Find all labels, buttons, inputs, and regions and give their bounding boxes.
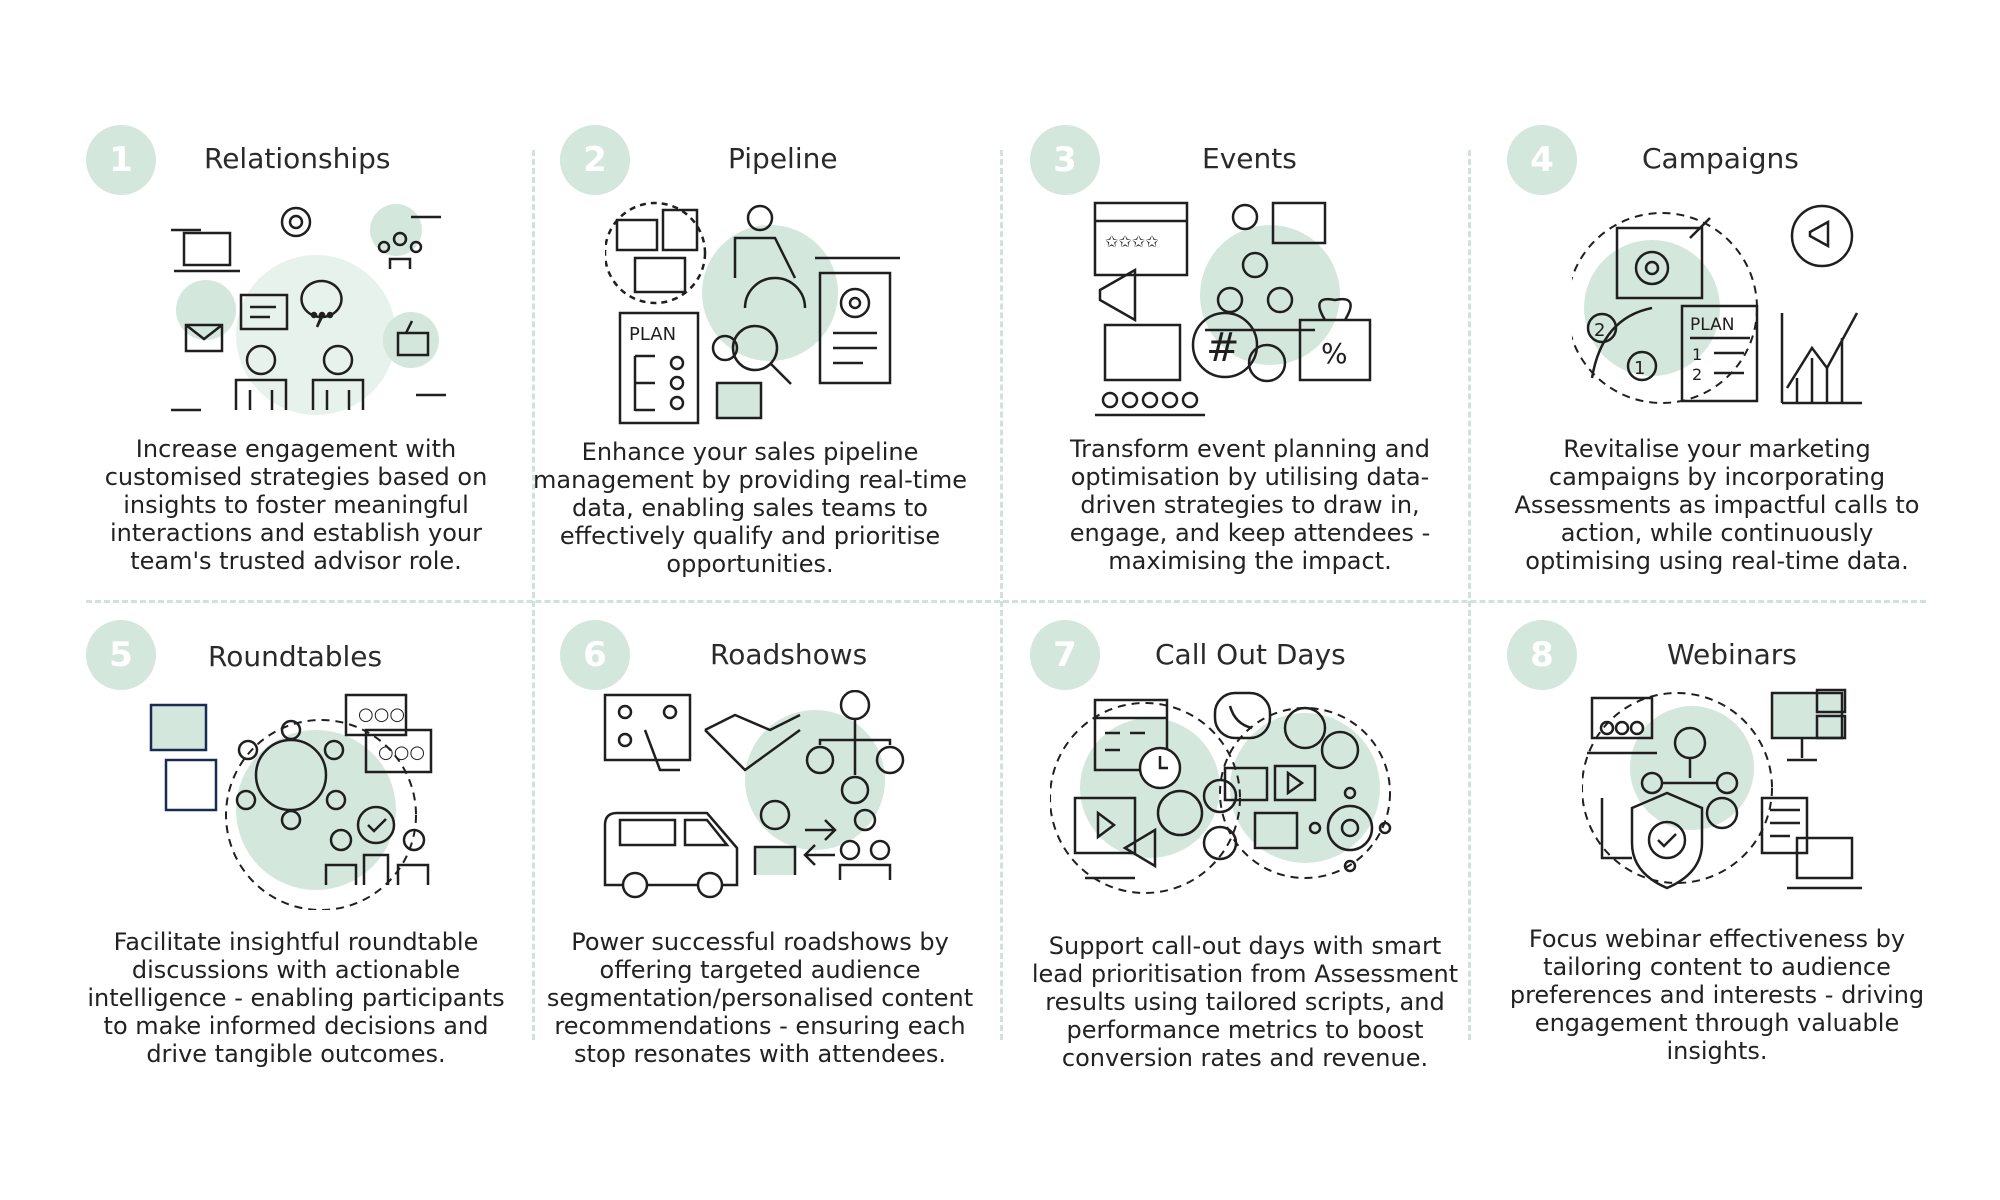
gear-icon: [280, 206, 312, 238]
step-number-badge: 1: [86, 125, 156, 195]
svg-text:PLAN: PLAN: [629, 324, 676, 345]
dashboard-icon: [605, 201, 707, 305]
svg-text:1: 1: [1634, 358, 1645, 379]
plan-list-icon: PLAN 1 2: [1680, 304, 1759, 403]
roadshows-illustration: [603, 690, 905, 899]
network-gear-icon: [1308, 786, 1392, 873]
card-title: Roundtables: [208, 640, 383, 673]
card-title: Webinars: [1667, 638, 1797, 671]
card-roadshows: 6 Roadshows Power successful r: [547, 620, 1020, 1100]
presenter-icon: [1231, 201, 1327, 245]
card-description: Increase engagement with customised stra…: [104, 435, 488, 575]
calendar-clock-icon: [1093, 698, 1182, 790]
calendar-icon: ✩✩✩✩: [1093, 201, 1189, 277]
network-icon: [805, 690, 905, 805]
pipeline-illustration: PLAN: [605, 201, 900, 425]
video-megaphone-icon: [1073, 778, 1238, 880]
card-title: Relationships: [204, 142, 391, 175]
thumbs-up-icon: [396, 320, 430, 357]
target-board-icon: [1615, 217, 1711, 300]
svg-text:2: 2: [1692, 365, 1702, 384]
chat-bubble-icon: [239, 279, 343, 331]
svg-text:#: #: [1206, 325, 1240, 371]
shield-check-icon: [1600, 791, 1704, 890]
svg-text:%: %: [1321, 337, 1348, 370]
search-person-icon: [711, 324, 792, 420]
steps-icon: 2 1: [1586, 306, 1658, 382]
growth-chart-icon: [1780, 312, 1862, 405]
plan-icon: PLAN: [618, 311, 700, 425]
megaphone-gear-icon: [1790, 204, 1854, 268]
chat-icon: ○○○ ○○○: [344, 693, 433, 774]
campaigns-illustration: 2 1 PLAN 1 2: [1572, 204, 1862, 405]
puzzle-icon: [149, 703, 218, 812]
step-number-badge: 2: [560, 125, 630, 195]
phone-call-icon: [1213, 691, 1272, 740]
laptop-icon: [174, 231, 240, 273]
card-description: Power successful roadshows by offering t…: [546, 928, 974, 1068]
card-description: Focus webinar effectiveness by tailoring…: [1509, 925, 1925, 1065]
row-divider: [86, 600, 1926, 603]
van-icon: [603, 811, 739, 899]
touch-board-icon: [603, 693, 692, 772]
step-number-badge: 8: [1507, 620, 1577, 690]
card-description: Support call-out days with smart lead pr…: [1031, 932, 1459, 1072]
svg-text:○○○: ○○○: [358, 704, 405, 725]
card-title: Pipeline: [728, 142, 838, 175]
card-webinars: 8 Webinars: [1507, 620, 1967, 1100]
svg-text:PLAN: PLAN: [1690, 315, 1734, 335]
step-number-badge: 3: [1030, 125, 1100, 195]
media-icon: [1223, 764, 1317, 850]
card-call-out-days: 7 Call Out Days: [1030, 620, 1490, 1100]
devices-icon: [1760, 796, 1862, 890]
person-desk-icon: [733, 204, 807, 309]
relationships-illustration: [171, 204, 446, 415]
events-illustration: ✩✩✩✩ # %: [1093, 201, 1372, 417]
team-icon: [377, 231, 423, 269]
webinars-illustration: [1582, 688, 1862, 890]
card-pipeline: 2 Pipeline PLAN E: [533, 120, 1020, 600]
svg-text:○○○: ○○○: [378, 742, 425, 763]
video-call-icon: [1770, 688, 1847, 762]
card-roundtables: 5 Roundtables ○○○ ○○○ Facilitate insight…: [86, 620, 546, 1100]
card-title: Campaigns: [1642, 142, 1799, 175]
call-out-days-illustration: [1050, 691, 1392, 894]
card-events: 3 Events ✩✩✩✩ # %: [1030, 120, 1490, 600]
step-number-badge: 5: [86, 620, 156, 690]
exchange-people-icon: [753, 799, 892, 880]
hashtag-icon: #: [1191, 311, 1287, 383]
column-divider-3: [1468, 150, 1471, 1040]
network-people-icon: [1640, 726, 1739, 830]
card-description: Facilitate insightful roundtable discuss…: [87, 928, 505, 1068]
target-document-icon: [815, 256, 900, 385]
card-title: Roadshows: [710, 638, 868, 671]
megaphone-icon: [1098, 267, 1137, 323]
idea-person-icon: [324, 805, 430, 885]
people-icon: [234, 344, 365, 410]
card-description: Enhance your sales pipeline management b…: [533, 438, 967, 578]
card-title: Call Out Days: [1155, 638, 1346, 671]
audience-icon: [1205, 251, 1315, 332]
stage-icon: [1095, 323, 1205, 417]
svg-text:✩✩✩✩: ✩✩✩✩: [1105, 232, 1159, 251]
gears-icon: [1283, 706, 1360, 770]
mail-icon: [184, 323, 224, 353]
presentation-icon: [1587, 696, 1657, 755]
card-description: Transform event planning and optimisatio…: [1069, 435, 1431, 575]
svg-text:1: 1: [1692, 345, 1702, 364]
card-description: Revitalise your marketing campaigns by i…: [1514, 435, 1920, 575]
round-table-icon: [235, 719, 347, 831]
card-campaigns: 4 Campaigns 2 1 PLAN 1 2: [1507, 120, 1967, 600]
handshake-icon: [704, 713, 801, 772]
step-number-badge: 4: [1507, 125, 1577, 195]
step-number-badge: 7: [1030, 620, 1100, 690]
card-relationships: 1 Relationships: [86, 120, 546, 600]
card-title: Events: [1202, 142, 1297, 175]
gift-percent-icon: %: [1298, 297, 1372, 382]
column-divider-2: [1000, 150, 1003, 1040]
roundtables-illustration: ○○○ ○○○: [149, 693, 433, 910]
svg-text:2: 2: [1594, 320, 1605, 341]
step-number-badge: 6: [560, 620, 630, 690]
column-divider-1: [532, 150, 535, 1040]
